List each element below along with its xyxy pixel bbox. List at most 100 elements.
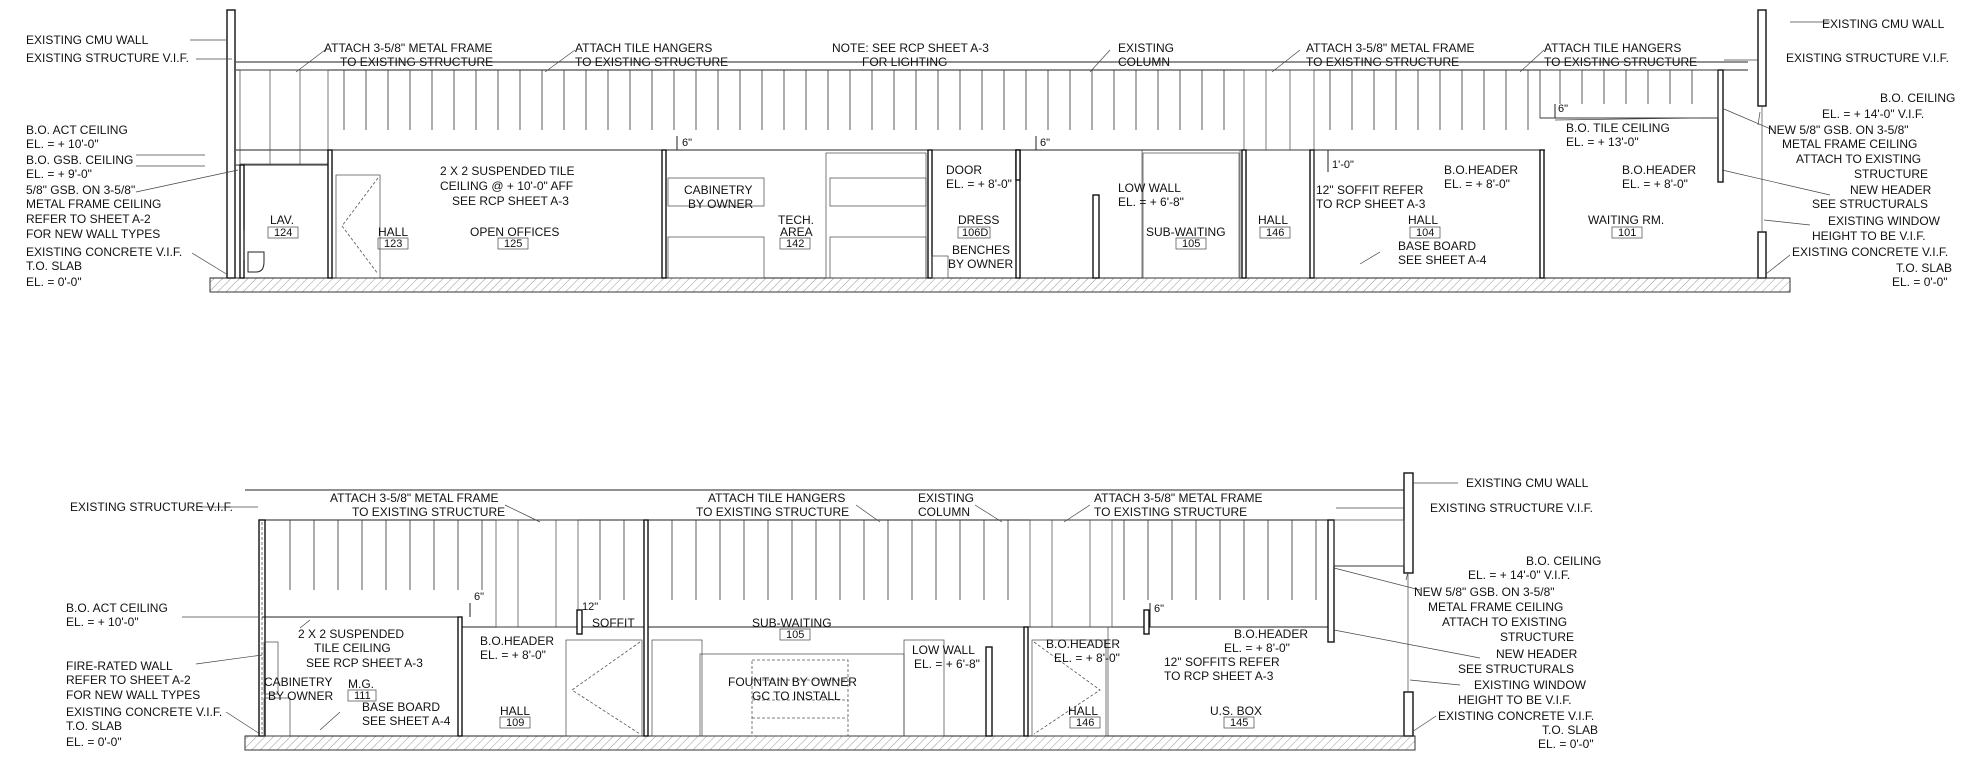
note-new-gsb-3: ATTACH TO EXISTING bbox=[1442, 615, 1567, 629]
cabinetry-base bbox=[263, 697, 291, 737]
note-new-gsb: NEW 5/8" GSB. ON 3-5/8" bbox=[1414, 585, 1555, 599]
cabinetry-base bbox=[667, 236, 765, 279]
note-baseboard-2: SEE SHEET A-4 bbox=[362, 714, 451, 728]
partition bbox=[927, 149, 933, 279]
note-new-gsb-2: METAL FRAME CEILING bbox=[1782, 137, 1917, 151]
note-fountain-2: GC TO INSTALL bbox=[752, 689, 841, 703]
new-header-right bbox=[1717, 69, 1724, 183]
partition bbox=[457, 616, 463, 737]
note-column-2: COLUMN bbox=[918, 505, 970, 519]
window-jamb-right bbox=[1757, 231, 1767, 279]
note-bo-ceiling: B.O. CEILING bbox=[1880, 91, 1955, 105]
leader-line bbox=[225, 711, 261, 735]
cabinetry-base bbox=[829, 236, 927, 279]
note-attach-frame-a: ATTACH 3-5/8" METAL FRAME bbox=[324, 41, 493, 55]
room-number-box bbox=[377, 237, 409, 250]
door-panel bbox=[565, 639, 643, 737]
note-slab-right: T.O. SLAB bbox=[1896, 261, 1952, 275]
room-number-box bbox=[1175, 237, 1207, 250]
note-act-ceiling: B.O. ACT CEILING bbox=[66, 601, 168, 615]
note-baseboard-2: SEE SHEET A-4 bbox=[1398, 253, 1487, 267]
note-slab-right-el: EL. = 0'-0" bbox=[1892, 275, 1948, 289]
leader-line bbox=[1721, 169, 1831, 196]
partition bbox=[1309, 149, 1315, 279]
partition bbox=[327, 149, 333, 279]
note-low-wall: LOW WALL bbox=[1118, 181, 1181, 195]
door-panel bbox=[825, 152, 927, 279]
note-baseboard: BASE BOARD bbox=[1398, 239, 1476, 253]
door-panel bbox=[1031, 639, 1107, 737]
note-fire-rated-2: REFER TO SHEET A-2 bbox=[66, 673, 191, 687]
note-slab-left: T.O. SLAB bbox=[66, 719, 122, 733]
room-tag: WAITING RM. 101 bbox=[1588, 213, 1664, 239]
note-attach-frame-b: ATTACH 3-5/8" METAL FRAME bbox=[1094, 491, 1263, 505]
leader-line bbox=[855, 504, 881, 523]
note-new-header-2: SEE STRUCTURALS bbox=[1812, 197, 1928, 211]
note-suspended-ceiling: 2 X 2 SUSPENDED bbox=[298, 627, 404, 641]
leader-line bbox=[544, 49, 576, 73]
floor-slab bbox=[209, 277, 1791, 293]
room-number-box bbox=[1223, 716, 1255, 729]
note-header-a-el: EL. = + 8'-0" bbox=[1444, 177, 1510, 191]
partition bbox=[643, 519, 649, 737]
leader-line bbox=[295, 49, 326, 73]
note-column-2: COLUMN bbox=[1118, 55, 1170, 69]
note-window: EXISTING WINDOW bbox=[1474, 678, 1587, 692]
note-door: DOOR bbox=[946, 163, 982, 177]
note-new-header: NEW HEADER bbox=[1496, 647, 1578, 661]
note-attach-tile-2: TO EXISTING STRUCTURE bbox=[696, 505, 849, 519]
leader-line bbox=[1063, 504, 1091, 523]
note-attach-tile-b: ATTACH TILE HANGERS bbox=[1544, 41, 1681, 55]
note-header-a: B.O.HEADER bbox=[480, 634, 554, 648]
door-panel bbox=[1142, 152, 1240, 279]
room-tag: HALL 146 bbox=[1258, 213, 1291, 239]
leader-line bbox=[1763, 219, 1811, 226]
note-bo-ceiling-el: EL. = + 14'-0" V.I.F. bbox=[1468, 568, 1570, 582]
low-wall bbox=[1092, 194, 1100, 279]
room-tag: SUB-WAITING 105 bbox=[752, 616, 832, 641]
dim-6-b: 6" bbox=[1040, 137, 1050, 149]
room-name: HALL bbox=[500, 704, 530, 718]
leader-line bbox=[1554, 117, 1701, 121]
window-jamb-right bbox=[1403, 691, 1414, 737]
room-tag: HALL 123 bbox=[377, 225, 409, 250]
note-window-2: HEIGHT TO BE V.I.F. bbox=[1812, 229, 1926, 243]
note-attach-frame-a: ATTACH 3-5/8" METAL FRAME bbox=[330, 491, 499, 505]
leader-line bbox=[504, 504, 541, 523]
note-gsb-ceiling-6: FOR NEW WALL TYPES bbox=[26, 227, 160, 241]
room-name: OPEN OFFICES bbox=[470, 225, 559, 239]
room-number: 109 bbox=[506, 717, 524, 729]
room-number-box bbox=[267, 226, 299, 239]
note-attach-tile: ATTACH TILE HANGERS bbox=[708, 491, 845, 505]
note-soffits-2: TO RCP SHEET A-3 bbox=[1164, 669, 1274, 683]
room-number-box bbox=[779, 628, 811, 641]
note-rcp-2: FOR LIGHTING bbox=[862, 55, 947, 69]
note-attach-tile-b-2: TO EXISTING STRUCTURE bbox=[1544, 55, 1697, 69]
room-name: SUB-WAITING bbox=[1146, 225, 1226, 239]
dim-soffit: 12" bbox=[582, 601, 598, 613]
partition bbox=[1023, 626, 1029, 737]
metal-frame-box-a bbox=[495, 519, 579, 628]
note-new-header-2: SEE STRUCTURALS bbox=[1458, 662, 1574, 676]
dim-6-b: 6" bbox=[1154, 603, 1164, 615]
cmu-wall-right bbox=[1403, 472, 1414, 574]
room-name: LAV. bbox=[270, 213, 294, 227]
note-cmu-wall-left: EXISTING CMU WALL bbox=[26, 33, 149, 47]
note-header-b-el: EL. = + 8'-0" bbox=[1622, 177, 1688, 191]
room-number: 145 bbox=[1230, 717, 1248, 729]
note-new-gsb: NEW 5/8" GSB. ON 3-5/8" bbox=[1768, 123, 1909, 137]
note-gsb-ceiling-5: REFER TO SHEET A-2 bbox=[26, 212, 151, 226]
note-fire-rated: FIRE-RATED WALL bbox=[66, 659, 173, 673]
note-fountain: FOUNTAIN BY OWNER bbox=[728, 675, 857, 689]
room-number: 123 bbox=[384, 238, 402, 250]
room-number: 124 bbox=[274, 227, 292, 239]
note-cabinetry-2: BY OWNER bbox=[268, 689, 333, 703]
room-number: 105 bbox=[1182, 238, 1200, 250]
note-header-b: B.O.HEADER bbox=[1046, 637, 1120, 651]
room-number-box bbox=[1259, 226, 1291, 239]
note-tile-ceiling-el: EL. = + 13'-0" bbox=[1566, 135, 1639, 149]
note-new-gsb-4: STRUCTURE bbox=[1500, 630, 1574, 644]
soffit bbox=[1015, 149, 1021, 181]
door-swing bbox=[341, 177, 379, 275]
note-slab-left-el: EL. = 0'-0" bbox=[26, 275, 82, 289]
